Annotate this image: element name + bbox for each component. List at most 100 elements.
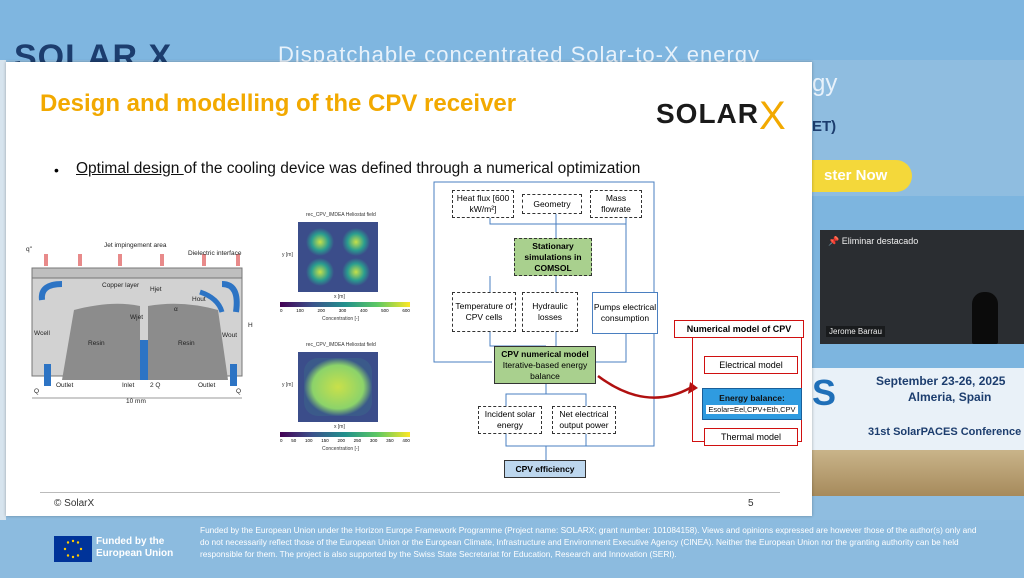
eu-funded-label: Funded by the European Union xyxy=(96,536,174,559)
energy-formula: Esolar=Eel,CPV+Eth,CPV xyxy=(706,405,798,414)
background-photo xyxy=(812,450,1024,496)
eu-flag-icon xyxy=(54,536,92,562)
electrical-model-box: Electrical model xyxy=(704,356,798,374)
label-copper: Copper layer xyxy=(102,282,140,289)
heatmap-ylabel: y [m] xyxy=(282,252,293,258)
label-hout: Hout xyxy=(192,296,206,303)
cpv-model-box: CPV numerical model Iterative-based ener… xyxy=(494,346,596,384)
net-output-box: Net electrical output power xyxy=(552,406,616,434)
label-hjet: Hjet xyxy=(150,286,162,293)
pin-icon: 📌 xyxy=(828,236,840,246)
heatmap-xlabel: x [m] xyxy=(334,424,345,430)
bullet-emphasis: Optimal design xyxy=(76,160,184,177)
colorbar-label: Concentration [-] xyxy=(322,446,359,452)
colorbar-tick: 400 xyxy=(359,308,368,313)
label-wcell: Wcell xyxy=(34,330,50,337)
heatmap-title: rec_CPV_IMDEA Heliostat field xyxy=(306,342,376,348)
bullet-text: Optimal design of the cooling device was… xyxy=(76,160,640,178)
colorbar-tick: 600 xyxy=(402,308,410,313)
slide-title: Design and modelling of the CPV receiver xyxy=(40,90,517,117)
label-q-left: Q xyxy=(34,388,40,395)
colorbar-tick: 300 xyxy=(338,308,347,313)
colorbar-tick: 300 xyxy=(369,438,378,443)
label-q-right: Q xyxy=(236,388,242,395)
label-flux: q'' xyxy=(26,246,33,253)
label-outlet-left: Outlet xyxy=(56,382,74,389)
pump-consumption-box: Pumps electrical consumption xyxy=(592,292,658,334)
conference-place: Almeria, Spain xyxy=(908,390,992,404)
register-now-button[interactable]: ster Now xyxy=(800,160,912,192)
slide-divider xyxy=(40,492,780,493)
colorbar-tick: 400 xyxy=(402,438,410,443)
slide-copyright: © SolarX xyxy=(54,498,95,509)
cpv-model-title: CPV numerical model xyxy=(501,348,589,359)
colorbar-tick: 500 xyxy=(381,308,389,313)
label-inlet: Inlet xyxy=(122,382,135,389)
numerical-model-panel xyxy=(692,324,802,442)
heatmap-ylabel: y [m] xyxy=(282,382,293,388)
presentation-slide: Design and modelling of the CPV receiver… xyxy=(6,62,812,516)
conference-name: 31st SolarPACES Conference xyxy=(868,426,1022,438)
colorbar-tick: 200 xyxy=(337,438,345,443)
colorbar-tick: 150 xyxy=(321,438,329,443)
receiver-cross-section: Jet impingement area Dielectric interfac… xyxy=(22,240,258,406)
cpv-model-subtitle: Iterative-based energy balance xyxy=(502,359,588,381)
conference-banner: September 23-26, 2025 Almeria, Spain 31s… xyxy=(812,368,1024,450)
colorbar-tick: 250 xyxy=(353,438,362,443)
flux-heatmap-2: rec_CPV_IMDEA Heliostat field y [m] x [m… xyxy=(270,342,418,464)
logo-x: X xyxy=(759,94,787,138)
label-outlet-right: Outlet xyxy=(198,382,216,389)
comsol-simulation-box: Stationary simulations in COMSOL xyxy=(514,238,592,276)
footer-bar xyxy=(0,520,1024,578)
background-left-edge xyxy=(0,60,6,520)
colorbar-tick: 0 xyxy=(280,308,283,313)
label-resin-left: Resin xyxy=(88,340,105,347)
incident-energy-box: Incident solar energy xyxy=(478,406,542,434)
label-2q: 2 Q xyxy=(150,382,161,389)
background-title-fragment: gy xyxy=(812,70,838,97)
bullet-icon: • xyxy=(54,162,59,178)
mass-flowrate-box: Mass flowrate xyxy=(590,190,642,218)
label-width: 10 mm xyxy=(126,398,146,405)
label-dielectric: Dielectric interface xyxy=(188,250,242,257)
thermal-model-box: Thermal model xyxy=(704,428,798,446)
cell-temperature-box: Temperature of CPV cells xyxy=(452,292,516,332)
flowchart-connectors xyxy=(433,181,698,460)
heatmap-colorbar xyxy=(280,302,410,307)
colorbar-tick: 0 xyxy=(280,438,283,443)
unpin-label: Eliminar destacado xyxy=(841,236,919,246)
heatmap-colorbar xyxy=(280,432,410,437)
hydraulic-losses-box: Hydraulic losses xyxy=(522,292,578,332)
label-resin-right: Resin xyxy=(178,340,195,347)
colorbar-tick: 50 xyxy=(291,438,297,443)
label-wout: Wout xyxy=(222,332,238,339)
colorbar-tick: 100 xyxy=(304,438,313,443)
logo-text: SOLAR xyxy=(656,98,759,129)
participant-silhouette xyxy=(972,292,998,344)
colorbar-tick: 350 xyxy=(386,438,394,443)
colorbar-ticks: 0 50 100 150 200 250 300 350 400 xyxy=(280,438,410,443)
bullet-body: of the cooling device was defined throug… xyxy=(183,160,641,177)
label-height: H xyxy=(248,322,253,329)
video-tile[interactable]: 📌 Eliminar destacado Jerome Barrau xyxy=(820,230,1024,344)
participant-name: Jerome Barrau xyxy=(826,326,885,337)
heatmap-xlabel: x [m] xyxy=(334,294,345,300)
unpin-button[interactable]: 📌 Eliminar destacado xyxy=(828,236,918,247)
colorbar-label: Concentration [-] xyxy=(322,316,359,322)
heatmap-title: rec_CPV_IMDEA Heliostat field xyxy=(306,212,376,218)
conference-dates: September 23-26, 2025 xyxy=(876,374,1006,388)
comsol-label: Stationary simulations in COMSOL xyxy=(524,240,582,273)
energy-balance-box: Energy balance: Esolar=Eel,CPV+Eth,CPV xyxy=(702,388,802,420)
label-wjet: Wjet xyxy=(130,314,143,321)
conference-logo-letter: S xyxy=(812,372,837,413)
label-alpha: α xyxy=(174,306,178,313)
heat-flux-box: Heat flux [600 kW/m²] xyxy=(452,190,514,218)
solarx-logo: SOLARX xyxy=(656,88,787,138)
background-banner xyxy=(0,0,1024,60)
numerical-model-title: Numerical model of CPV xyxy=(674,320,804,338)
slide-page-number: 5 xyxy=(748,498,754,509)
background-subtitle-fragment: ET) xyxy=(812,118,837,135)
colorbar-tick: 200 xyxy=(317,308,325,313)
flux-heatmap-1: rec_CPV_IMDEA Heliostat field y [m] x [m… xyxy=(270,212,418,334)
